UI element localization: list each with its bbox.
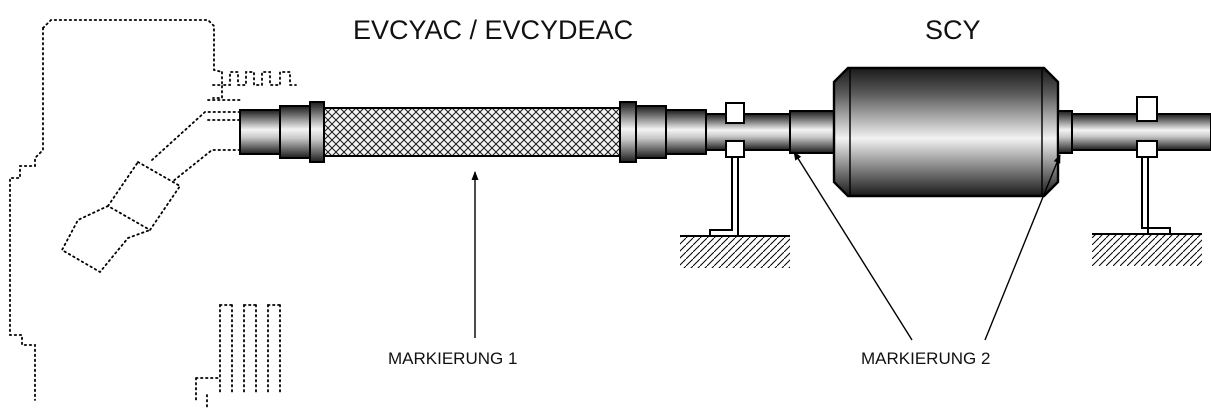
hose-fitting-right (619, 101, 707, 163)
pipe-support-bracket (680, 102, 790, 268)
marking-2-arrow-left (793, 151, 913, 341)
marking-2-label: MARKIERUNG 2 (861, 349, 990, 368)
silencer-product-title: SCY (925, 15, 981, 45)
pointer-arrows (471, 151, 1061, 341)
pipe-support-bracket-2 (1092, 96, 1202, 266)
marking-2-arrow-right (984, 154, 1061, 341)
hose-fitting-left (239, 101, 325, 163)
silencer (832, 66, 1060, 198)
braided-hose (323, 107, 621, 157)
marking-1-label: MARKIERUNG 1 (388, 349, 517, 368)
connecting-pipe (705, 110, 835, 154)
outlet-pipe (1057, 110, 1211, 154)
hose-product-title: EVCYAC / EVCYDEAC (353, 15, 633, 45)
engine-outline (9, 19, 297, 409)
